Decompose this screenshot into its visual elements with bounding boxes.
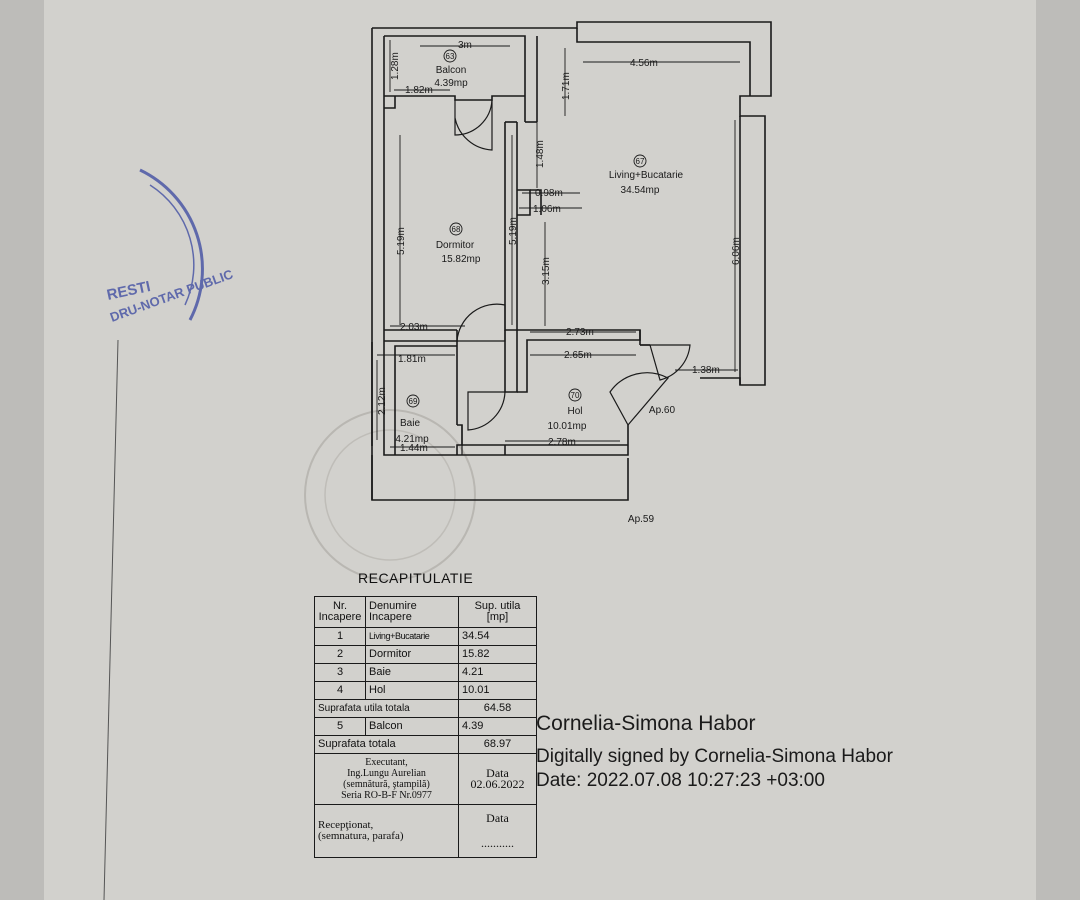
header-nr: Nr. Incapere xyxy=(314,596,366,628)
cell-nr: 1 xyxy=(314,627,366,646)
walls xyxy=(371,21,772,501)
dim-hol-upper: 2.65m xyxy=(564,350,592,361)
cell-nr: 4 xyxy=(314,681,366,700)
dim-balcon-height: 1.28m xyxy=(390,52,401,80)
dimension-lines xyxy=(376,40,740,448)
executor-cell: Executant, Ing.Lungu Aurelian (semnătură… xyxy=(314,753,459,805)
cell-area: 4.21 xyxy=(458,663,537,682)
room-baie-name: Baie xyxy=(400,418,420,429)
dim-dormitor-left: 5.19m xyxy=(396,227,407,255)
cell-name: Balcon xyxy=(365,717,459,736)
room-living-number: 67 xyxy=(636,157,645,166)
signature-date: Date: 2022.07.08 10:27:23 +03:00 xyxy=(536,770,825,791)
executor-date-label: Data xyxy=(486,766,509,780)
received-date-cell: Data ........... xyxy=(458,804,537,858)
cell-area: 15.82 xyxy=(458,645,537,664)
cell-name: Baie xyxy=(365,663,459,682)
room-dormitor-number: 68 xyxy=(452,225,461,234)
cell-name: Hol xyxy=(365,681,459,700)
cell-nr: 2 xyxy=(314,645,366,664)
dim-niche-b: 1.06m xyxy=(533,204,561,215)
room-baie-number: 69 xyxy=(409,397,418,406)
paper-sheet xyxy=(44,0,1036,900)
table-row: 1 Living+Bucatarie 34.54 xyxy=(314,627,537,646)
executor-date: 02.06.2022 xyxy=(470,777,525,791)
table-row: Nr. Incapere Denumire Incapere Sup. util… xyxy=(314,596,537,628)
header-area: Sup. utila [mp] xyxy=(458,596,537,628)
executor-date-cell: Data 02.06.2022 xyxy=(458,753,537,805)
cell-nr: 5 xyxy=(314,717,366,736)
faint-seal-inner xyxy=(324,429,456,561)
room-baie-area: 4.21mp xyxy=(395,434,429,445)
header-name: Denumire Incapere xyxy=(365,596,459,628)
dim-niche-a: 0.98m xyxy=(535,188,563,199)
received-cell: Recepţionat, (semnatura, parafa) xyxy=(314,804,459,858)
room-living-area: 34.54mp xyxy=(621,185,660,196)
cell-name: Dormitor xyxy=(365,645,459,664)
table-row: Suprafata totala 68.97 xyxy=(314,735,537,754)
total-value: 68.97 xyxy=(458,735,537,754)
dim-living-lower: 2.73m xyxy=(566,327,594,338)
room-labels: 63 Balcon 4.39mp 67 Living+Bucatarie 34.… xyxy=(395,49,684,525)
signature-name: Cornelia-Simona Habor xyxy=(536,712,756,735)
dim-dormitor-right: 5.19m xyxy=(508,217,519,245)
dim-baie-height: 2.12m xyxy=(377,387,388,415)
dim-hol-width: 2.78m xyxy=(548,437,576,448)
table-row: Suprafata utila totala 64.58 xyxy=(314,699,537,718)
room-dormitor-area: 15.82mp xyxy=(442,254,481,265)
table-row: 5 Balcon 4.39 xyxy=(314,717,537,736)
notary-stamp: RESTI DRU-NOTAR PUBLIC xyxy=(105,168,236,325)
recap-title: RECAPITULATIE xyxy=(358,570,474,586)
door-swings xyxy=(454,99,691,455)
cell-nr: 3 xyxy=(314,663,366,682)
cell-area: 34.54 xyxy=(458,627,537,646)
recap-table: Nr. Incapere Denumire Incapere Sup. util… xyxy=(314,596,537,858)
room-hol-area: 10.01mp xyxy=(548,421,587,432)
dim-balcon-width: 1.82m xyxy=(405,85,433,96)
table-row: 2 Dormitor 15.82 xyxy=(314,645,537,664)
total-label: Suprafata totala xyxy=(314,735,459,754)
room-hol-name: Hol xyxy=(567,406,582,417)
dim-living-wall: 1.48m xyxy=(535,140,546,168)
room-living-name: Living+Bucatarie xyxy=(609,170,684,181)
dim-living-top-offset: 1.71m xyxy=(561,72,572,100)
room-balcon-area: 4.39mp xyxy=(434,78,468,89)
dim-living-inner: 3.15m xyxy=(541,257,552,285)
received-date-label: Data xyxy=(486,811,509,825)
dim-entry: 1.38m xyxy=(692,365,720,376)
dim-living-width: 4.56m xyxy=(630,58,658,69)
neighbor-bottom: Ap.59 xyxy=(628,514,655,525)
dim-living-height: 6.06m xyxy=(731,237,742,265)
table-row: 4 Hol 10.01 xyxy=(314,681,537,700)
room-hol-number: 70 xyxy=(571,391,580,400)
dim-dormitor-width: 2.03m xyxy=(400,322,428,333)
room-balcon-number: 63 xyxy=(446,52,455,61)
dim-baie-bottom: 1.44m xyxy=(400,443,428,454)
room-balcon-name: Balcon xyxy=(436,65,467,76)
dim-balcon-width-top: 3m xyxy=(458,40,472,51)
useful-total-value: 64.58 xyxy=(458,699,537,718)
table-row: Recepţionat, (semnatura, parafa) Data ..… xyxy=(314,804,537,858)
received-dots: ........... xyxy=(481,836,514,850)
table-row: Executant, Ing.Lungu Aurelian (semnătură… xyxy=(314,753,537,805)
faint-seal xyxy=(304,409,476,581)
cell-area: 4.39 xyxy=(458,717,537,736)
cell-area: 10.01 xyxy=(458,681,537,700)
room-dormitor-name: Dormitor xyxy=(436,240,475,251)
signature-line: Digitally signed by Cornelia-Simona Habo… xyxy=(536,746,893,767)
neighbor-right: Ap.60 xyxy=(649,405,676,416)
table-row: 3 Baie 4.21 xyxy=(314,663,537,682)
margin-line xyxy=(103,339,119,900)
dim-baie-width: 1.81m xyxy=(398,354,426,365)
cell-name: Living+Bucatarie xyxy=(365,627,459,646)
useful-total-label: Suprafata utila totala xyxy=(314,699,459,718)
dimension-labels: 3m 1.28m 1.82m 4.56m 1.71m 1.48m 0.98m 1… xyxy=(377,40,742,454)
